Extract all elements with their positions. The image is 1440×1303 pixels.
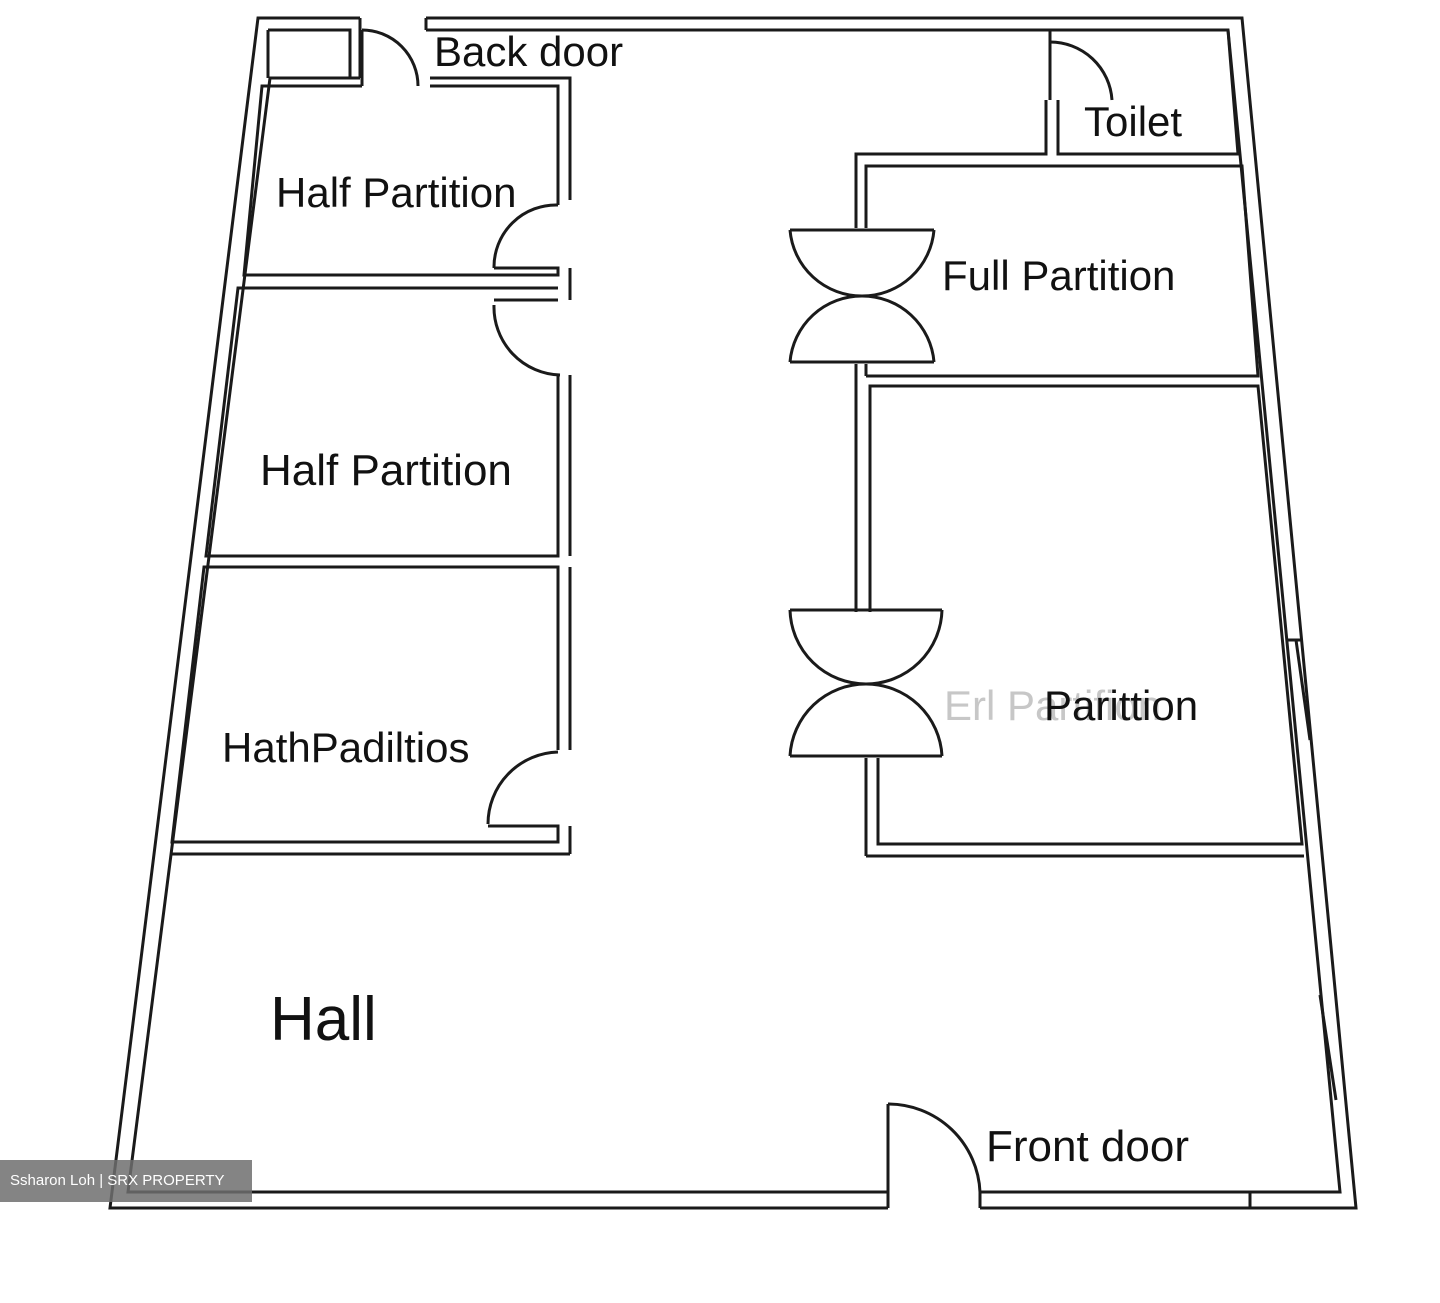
full-partition-ghost-label: Erl Partifion — [944, 682, 1161, 729]
back-door — [360, 28, 420, 87]
front-door — [886, 1102, 1252, 1208]
watermark: Ssharon Loh | SRX PROPERTY — [0, 1160, 252, 1202]
full-partition-room-1 — [854, 164, 1260, 612]
half-partition-label-2: Half Partition — [260, 446, 512, 495]
half-partition-label-1: Half Partition — [276, 169, 516, 216]
double-door-2 — [788, 608, 944, 758]
full-partition-label-2: Parittion — [1044, 682, 1198, 729]
double-door-1 — [788, 228, 936, 364]
outer-walls — [108, 16, 1358, 1210]
half-partition-room-1 — [242, 76, 572, 300]
half-partition-room-3 — [170, 565, 572, 854]
front-door-label: Front door — [986, 1122, 1189, 1171]
hall-label: Hall — [270, 985, 377, 1054]
utility-box — [266, 28, 352, 78]
back-door-label: Back door — [434, 28, 623, 75]
half-partition-room-2 — [204, 286, 572, 558]
toilet-room — [854, 29, 1240, 228]
full-partition-room-2 — [864, 384, 1338, 1101]
half-partition-label-3: HathPadiltios — [222, 724, 469, 771]
full-partition-label-1: Full Partition — [942, 252, 1175, 299]
toilet-label: Toilet — [1084, 98, 1182, 145]
